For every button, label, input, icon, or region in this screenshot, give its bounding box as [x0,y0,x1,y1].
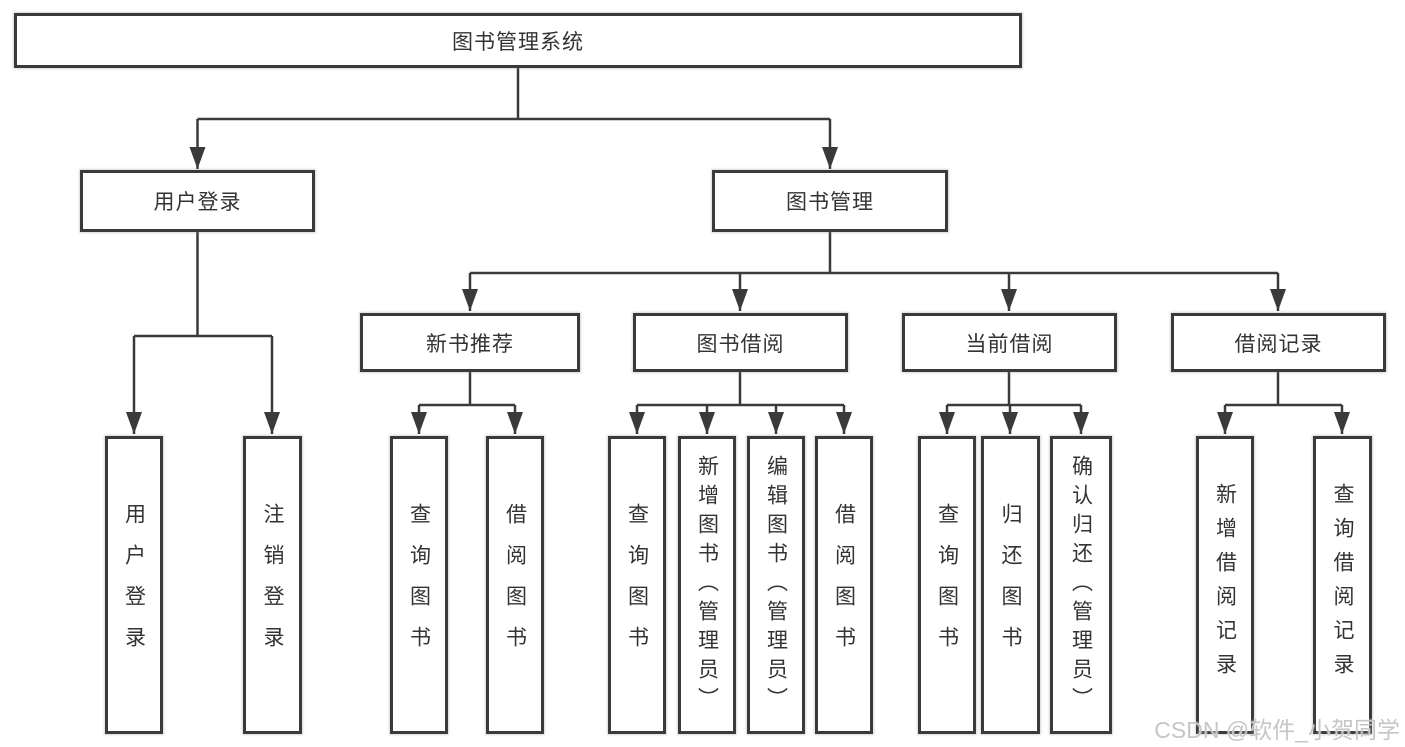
leaf-borrow-books: 借阅图书 [815,436,873,734]
leaf-borrow-books-label: 借阅图书 [832,503,856,667]
leaf-confirm-return-admin-label: 确认归还（管理员） [1069,454,1093,716]
leaf-return-book-label: 归还图书 [999,503,1022,667]
leaf-borrow-books-recommend: 借阅图书 [486,436,544,734]
leaf-query-books-current-label: 查询图书 [935,503,959,667]
leaf-add-book-admin: 新增图书（管理员） [678,436,736,734]
leaf-add-book-admin-label: 新增图书（管理员） [695,454,719,716]
node-book-borrow: 图书借阅 [633,313,848,372]
leaf-add-borrow-record: 新增借阅记录 [1196,436,1254,734]
node-current-borrow: 当前借阅 [902,313,1117,372]
leaf-logout-label: 注销登录 [261,503,284,667]
leaf-logout: 注销登录 [243,436,302,734]
leaf-query-books-current: 查询图书 [918,436,976,734]
leaf-edit-book-admin-label: 编辑图书（管理员） [764,454,788,716]
leaf-add-borrow-record-label: 新增借阅记录 [1213,483,1237,687]
csdn-watermark: CSDN @软件_小贺同学 [1154,717,1400,743]
node-new-book-recommend: 新书推荐 [360,313,580,372]
node-borrow-records-label: 借阅记录 [1234,332,1323,356]
node-user-login: 用户登录 [80,170,315,232]
leaf-user-login: 用户登录 [105,436,163,734]
node-current-borrow-label: 当前借阅 [965,332,1054,356]
leaf-query-borrow-record: 查询借阅记录 [1313,436,1372,734]
node-book-borrow-label: 图书借阅 [696,332,785,356]
leaf-query-books-recommend: 查询图书 [390,436,448,734]
node-borrow-records: 借阅记录 [1171,313,1386,372]
leaf-edit-book-admin: 编辑图书（管理员） [747,436,805,734]
leaf-query-books-borrow-label: 查询图书 [625,503,649,667]
leaf-borrow-books-recommend-label: 借阅图书 [503,503,527,667]
node-new-book-recommend-label: 新书推荐 [426,332,514,356]
node-user-login-label: 用户登录 [153,191,242,214]
node-root-label: 图书管理系统 [452,30,584,54]
leaf-return-book: 归还图书 [981,436,1040,734]
node-book-management: 图书管理 [712,170,948,232]
leaf-query-books-recommend-label: 查询图书 [407,503,431,667]
connector-bus-lines [134,68,1342,407]
leaf-confirm-return-admin: 确认归还（管理员） [1050,436,1112,734]
leaf-query-borrow-record-label: 查询借阅记录 [1331,483,1354,687]
connector-arrows [126,119,1350,434]
leaf-user-login-label: 用户登录 [122,503,146,667]
leaf-query-books-borrow: 查询图书 [608,436,666,734]
node-root: 图书管理系统 [14,13,1022,68]
node-book-management-label: 图书管理 [786,191,874,214]
